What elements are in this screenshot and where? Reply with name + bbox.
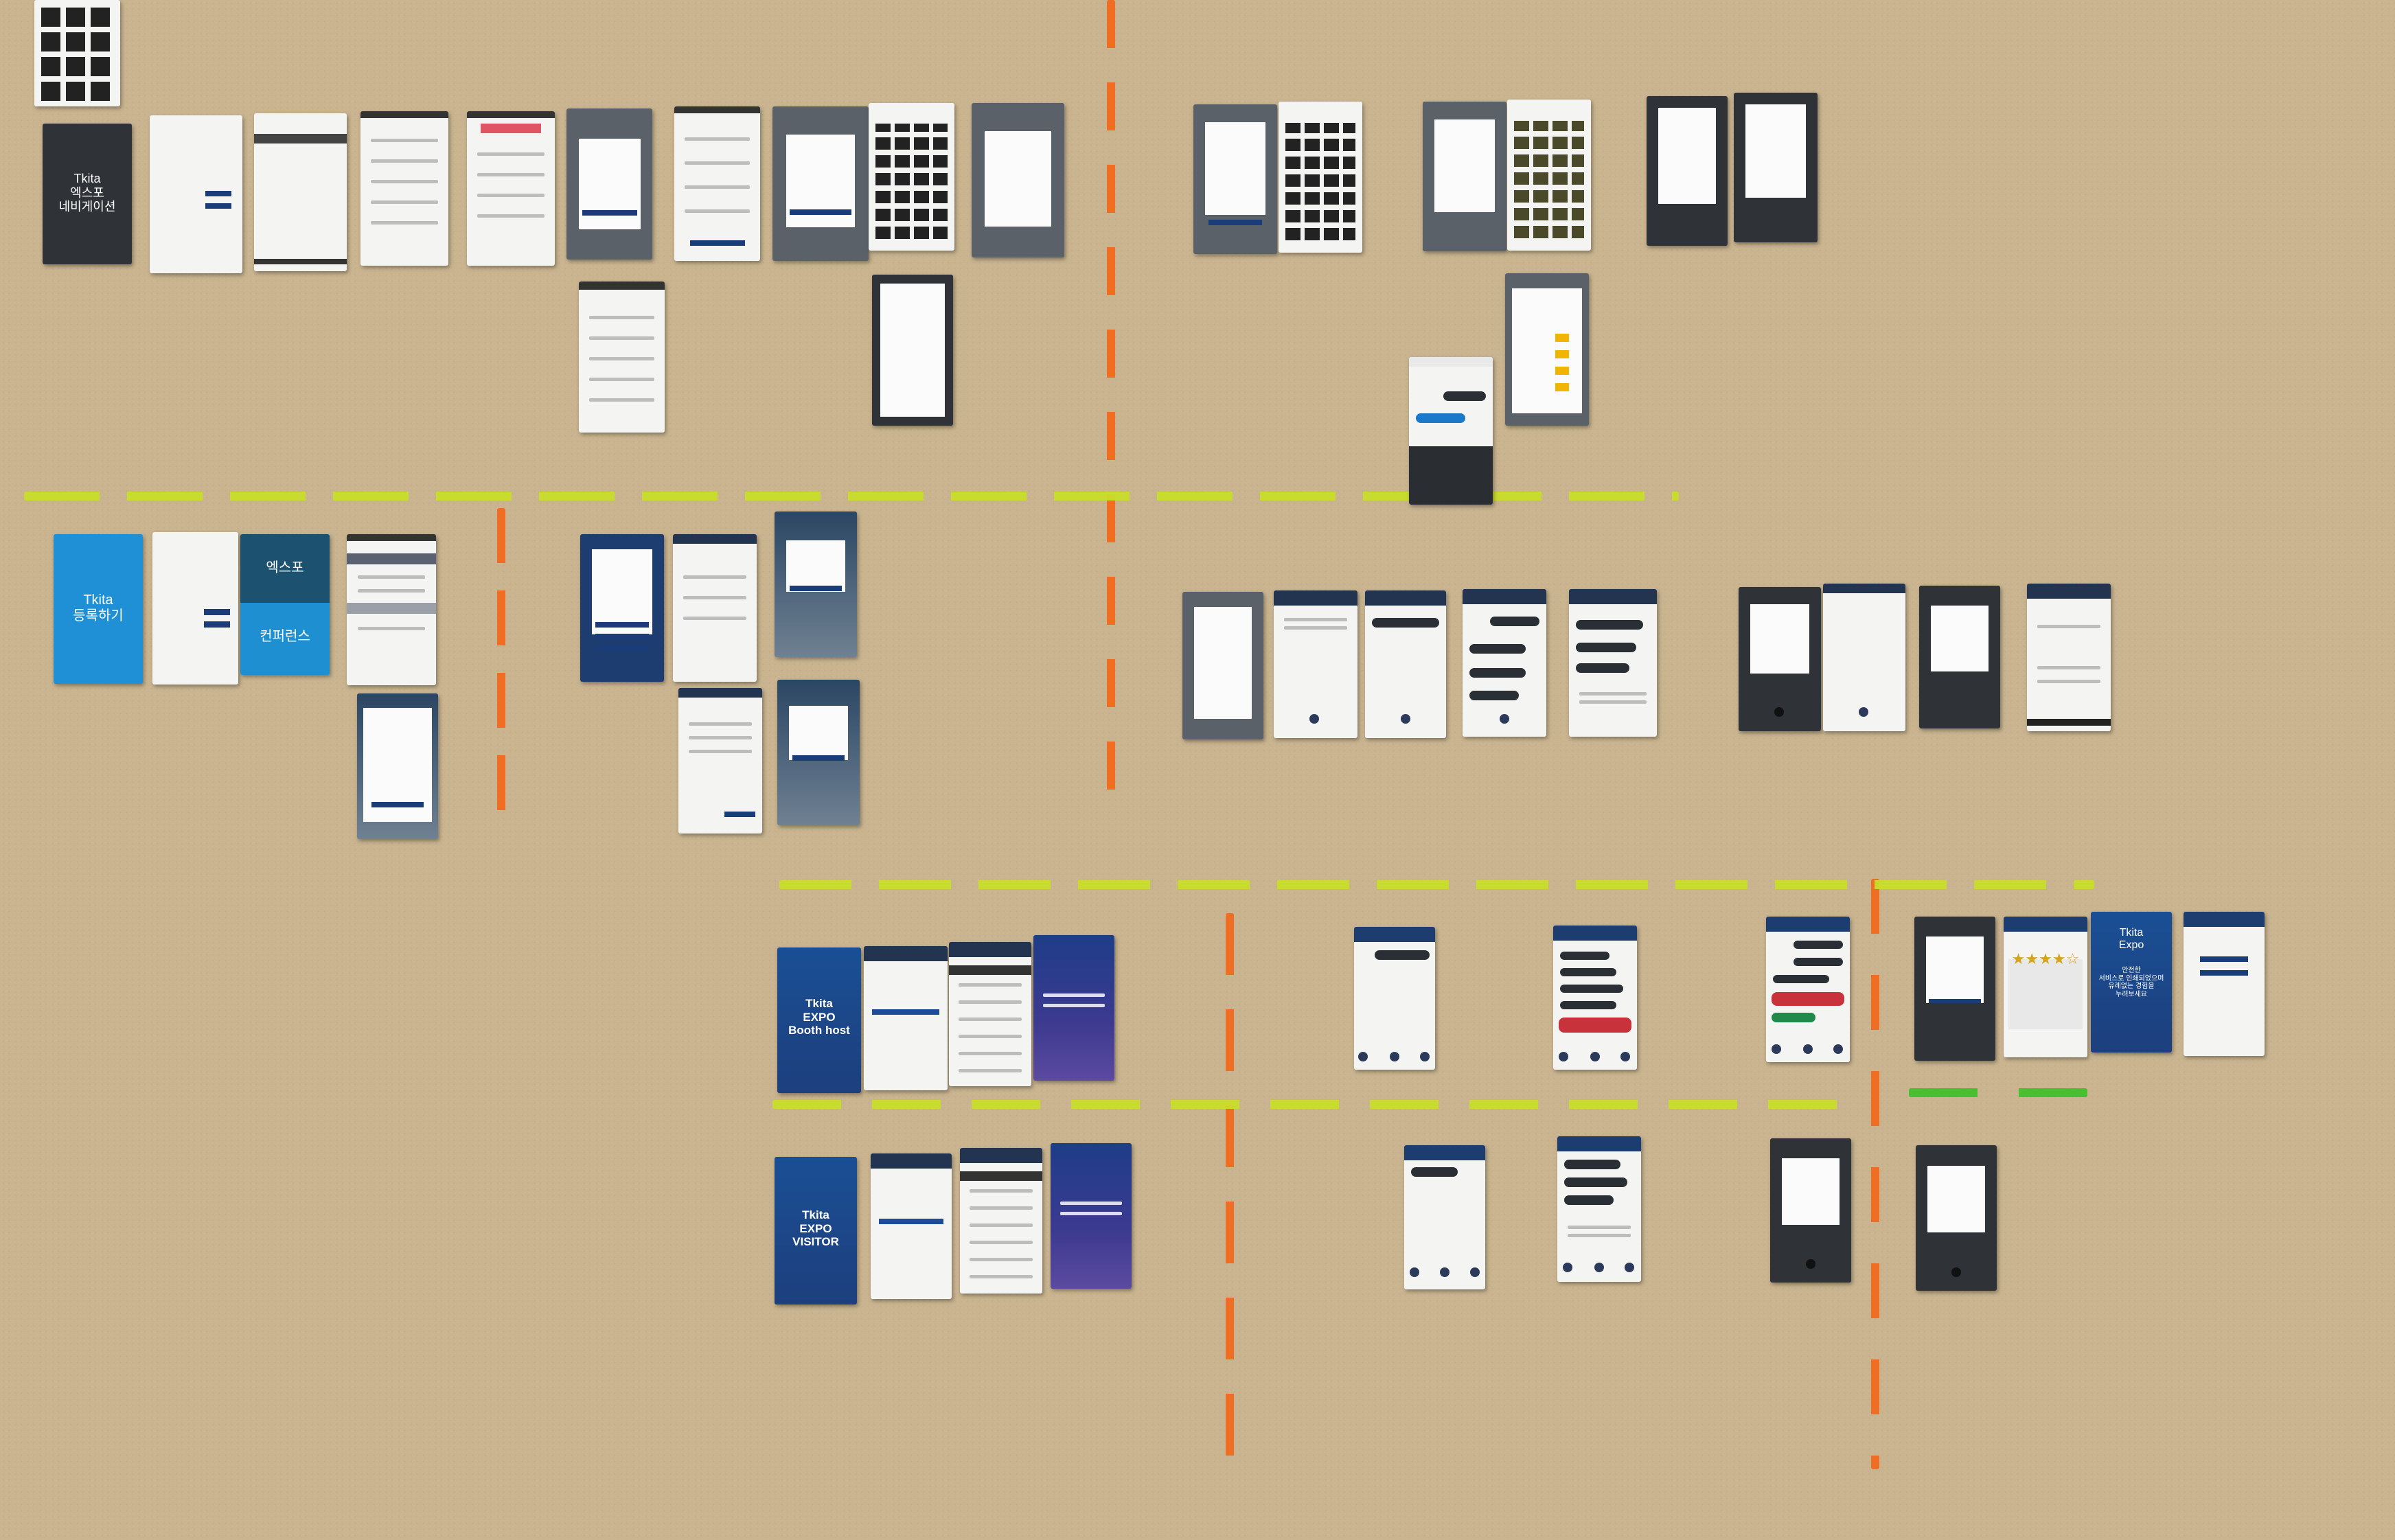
screen-expo-conference: 엑스포 컨퍼런스 (240, 534, 330, 675)
orange-divider-center (1107, 0, 1115, 803)
tkita-expo-end-subtitle: 안전한 서비스로 인쇄되었으며 유례없는 경험을 누려보세요 (2098, 967, 2164, 998)
screen-bh-chat-3 (1766, 917, 1850, 1062)
screen-r1-sub-1 (579, 281, 665, 433)
screen-m-4 (678, 688, 762, 834)
star-icon[interactable]: ★ (2039, 951, 2052, 968)
screen-mr-9 (2027, 584, 2111, 731)
screen-r1-sub-2 (872, 275, 953, 426)
star-icon[interactable]: ☆ (2065, 951, 2080, 968)
expo-label: 엑스포 (266, 560, 304, 575)
icon-sheet (34, 0, 120, 106)
tkita-expo-end-title: Tkita Expo (2118, 927, 2144, 952)
screen-mr-7 (1823, 584, 1905, 731)
expo-panel[interactable]: 엑스포 (240, 534, 330, 603)
screen-visitor: Tkita EXPO VISITOR (775, 1157, 857, 1305)
screen-visitor-welcome (1051, 1143, 1132, 1289)
screen-v-chat-1 (1404, 1145, 1485, 1289)
screen-r1-7 (674, 106, 760, 261)
booth-host-title: Tkita EXPO Booth host (788, 997, 850, 1037)
screen-seat-grid-1 (869, 103, 954, 251)
screen-v-dialog-1 (1770, 1138, 1851, 1283)
screen-bh-chat-2 (1553, 926, 1637, 1070)
yellow-divider-top (24, 492, 1679, 501)
tkita-register-title: Tkita 등록하기 (73, 593, 124, 623)
tkita-navigation-title: Tkita 엑스포 네비게이션 (58, 172, 116, 214)
screen-r1-right-3 (1423, 102, 1506, 251)
screen-r1-4 (360, 111, 448, 266)
screen-register-dialog (357, 693, 438, 839)
orange-divider-bottom-left (1226, 913, 1234, 1476)
orange-divider-bottom-right (1871, 879, 1879, 1469)
screen-r1-2 (150, 115, 242, 273)
visitor-title: Tkita EXPO VISITOR (792, 1208, 839, 1249)
screen-m-2 (673, 534, 757, 682)
screen-mr-5 (1569, 589, 1657, 737)
screen-v-dialog-2 (1916, 1145, 1997, 1291)
screen-conference-list (347, 534, 436, 685)
screen-mr-6 (1739, 587, 1821, 731)
screen-tkita-register: Tkita 등록하기 (54, 534, 143, 684)
screen-r1-3 (254, 113, 347, 271)
screen-tkita-expo-end: Tkita Expo 안전한 서비스로 인쇄되었으며 유례없는 경험을 누려보세… (2091, 912, 2172, 1053)
screen-m-5 (777, 680, 860, 825)
screen-r1-right-5 (1647, 96, 1728, 246)
screen-rating: ★★★★☆ (2004, 917, 2087, 1057)
screen-r1-right-6 (1734, 93, 1818, 242)
screen-r1-10 (972, 103, 1064, 257)
screen-v-chat-2 (1557, 1136, 1641, 1282)
screen-register-form (152, 532, 238, 685)
orange-divider-left (497, 508, 505, 838)
screen-visitor-login (871, 1153, 952, 1299)
screen-mr-4 (1463, 589, 1546, 737)
screen-visitor-language (960, 1148, 1042, 1294)
screen-m-3 (775, 512, 857, 657)
screen-mr-3 (1365, 590, 1446, 738)
conference-panel[interactable]: 컨퍼런스 (240, 603, 330, 675)
screen-booth-login (864, 946, 948, 1090)
screen-r1-8 (772, 106, 869, 261)
screen-r1-5 (467, 111, 555, 266)
screen-booth-host: Tkita EXPO Booth host (777, 947, 861, 1093)
screen-seat-grid-3 (1507, 100, 1591, 251)
star-icon[interactable]: ★ (2025, 951, 2039, 968)
screen-seat-grid-2 (1279, 102, 1362, 253)
conference-label: 컨퍼런스 (260, 629, 310, 644)
screen-tkita-navigation: Tkita 엑스포 네비게이션 (43, 124, 132, 264)
green-divider (1909, 1088, 2087, 1097)
screen-r1-6 (566, 108, 652, 260)
screen-m-1 (580, 534, 664, 682)
screen-price-list (1505, 273, 1589, 426)
yellow-divider-lower (772, 1100, 1844, 1109)
rating-stars[interactable]: ★★★★☆ (2004, 951, 2087, 968)
star-icon[interactable]: ★ (2052, 951, 2066, 968)
screen-booth-welcome (1033, 935, 1114, 1081)
screen-booth-language (949, 942, 1031, 1086)
screen-mr-2 (1274, 590, 1357, 738)
screen-r1-right-1 (1193, 104, 1277, 254)
screen-mr-1 (1182, 592, 1263, 739)
yellow-divider-middle (779, 880, 2094, 889)
screen-end-menu (2184, 912, 2265, 1056)
screen-mr-8 (1919, 586, 2000, 728)
screen-end-dialog (1914, 917, 1995, 1061)
screen-chat-keyboard (1409, 357, 1493, 505)
star-icon[interactable]: ★ (2011, 951, 2026, 968)
screen-bh-chat-1 (1354, 927, 1435, 1070)
